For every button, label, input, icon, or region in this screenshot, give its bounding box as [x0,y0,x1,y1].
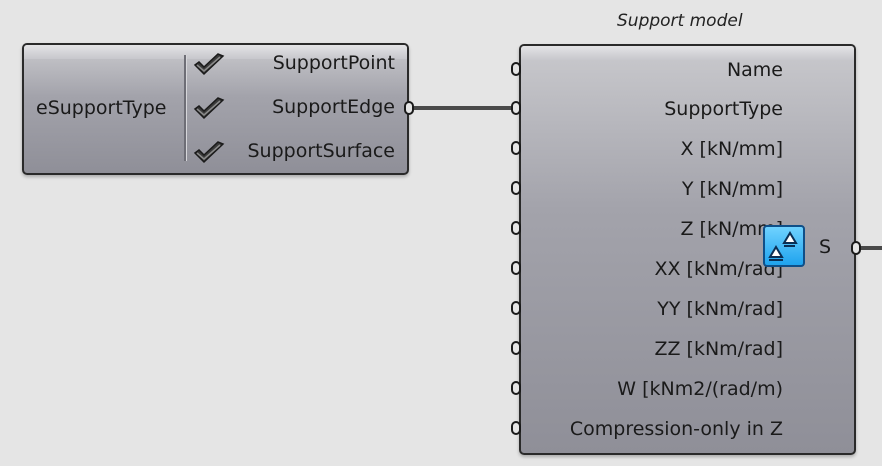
input-grip-yy[interactable] [511,301,521,315]
input-grip-x[interactable] [511,141,521,155]
input-param-supporttype[interactable]: SupportType [664,98,783,120]
input-param-w[interactable]: W [kNm2/(rad/m) [617,378,783,400]
input-grip-w[interactable] [511,381,521,395]
input-grip-compression-only[interactable] [511,421,521,435]
input-grip-z[interactable] [511,221,521,235]
input-grip-zz[interactable] [511,341,521,355]
value-list-item-label: SupportEdge [272,96,395,118]
value-list-output-grip[interactable] [404,101,414,115]
value-list-item-label: SupportSurface [247,140,396,162]
input-param-zz[interactable]: ZZ [kNm/rad] [654,338,783,360]
output-grip-s[interactable] [851,241,861,255]
input-param-y[interactable]: Y [kN/mm] [681,178,783,200]
input-param-z[interactable]: Z [kN/mm] [680,218,783,240]
input-param-yy[interactable]: YY [kNm/rad] [657,298,783,320]
wire-output-s[interactable] [860,246,882,250]
input-param-name[interactable]: Name [726,59,783,81]
value-list-separator [184,55,186,161]
checkmark-icon [193,141,225,164]
output-param-s[interactable]: S [819,236,832,258]
input-param-xx[interactable]: XX [kNm/rad] [654,258,783,280]
value-list-item-supportpoint[interactable]: SupportPoint [189,46,401,86]
checkmark-icon [193,97,225,120]
value-list-node[interactable]: eSupportType SupportPoint SupportEdge Su… [22,43,409,175]
component-title: Support model [617,11,743,31]
checkmark-icon [193,53,225,76]
input-grip-y[interactable] [511,181,521,195]
value-list-item-supportedge[interactable]: SupportEdge [189,90,401,130]
input-param-x[interactable]: X [kN/mm] [680,138,783,160]
input-grip-name[interactable] [511,62,521,76]
value-list-item-label: SupportPoint [272,52,395,74]
value-list-name: eSupportType [36,97,167,119]
support-triangles-icon [763,225,805,267]
value-list-item-supportsurface[interactable]: SupportSurface [189,134,401,174]
input-grip-supporttype[interactable] [511,101,521,115]
input-grip-xx[interactable] [511,261,521,275]
wire-supportedge-to-supporttype[interactable] [412,106,514,110]
input-param-compression-only[interactable]: Compression-only in Z [569,418,783,440]
